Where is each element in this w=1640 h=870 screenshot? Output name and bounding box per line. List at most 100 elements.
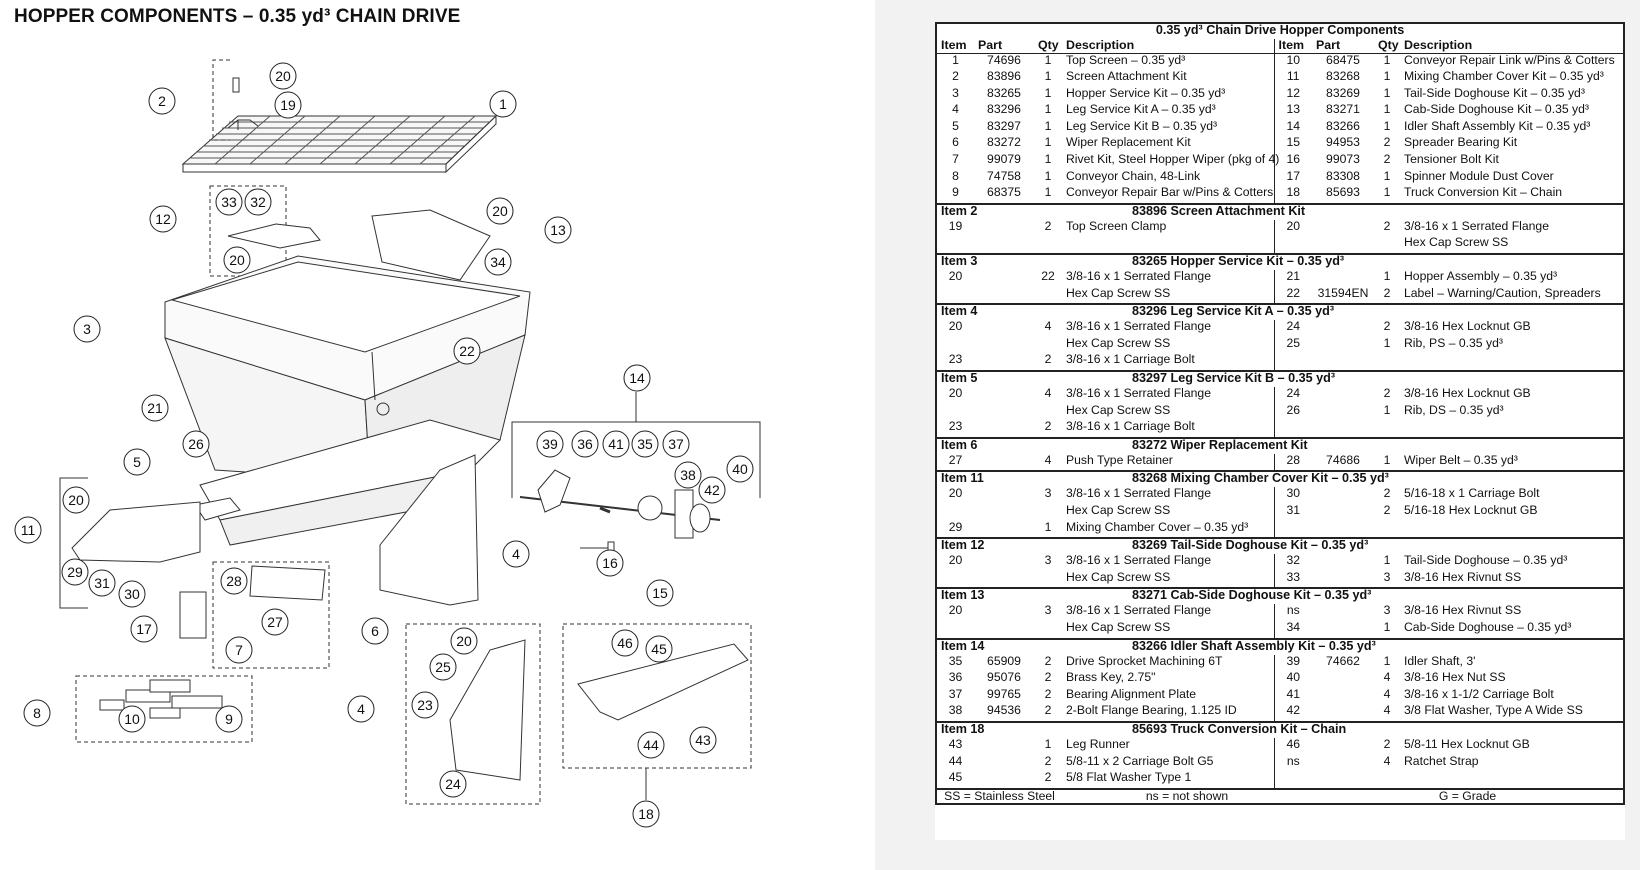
- callout-38: 38: [674, 461, 702, 489]
- svg-text:34: 34: [490, 254, 506, 270]
- table-cell: 2: [1383, 736, 1391, 751]
- table-cell: 12: [1273, 86, 1312, 104]
- table-cell: [1374, 521, 1400, 539]
- table-cell: 83265: [987, 85, 1021, 100]
- table-cell: 3/8-16 Hex Locknut GB: [1404, 386, 1531, 400]
- table-cell: 2: [1383, 135, 1391, 150]
- table-cell: 4: [1383, 753, 1391, 768]
- callout-36: 36: [571, 430, 599, 458]
- table-cell: [1312, 504, 1374, 521]
- table-cell: 4: [1383, 670, 1391, 685]
- table-cell: 1: [952, 52, 959, 67]
- page-title: HOPPER COMPONENTS – 0.35 yd³ CHAIN DRIVE: [14, 6, 461, 27]
- table-cell: [1374, 771, 1400, 789]
- table-cell: 2: [1044, 753, 1052, 768]
- table-cell: Screen Attachment Kit: [1066, 69, 1187, 84]
- callout-7: 7: [225, 636, 253, 664]
- table-cell: 20: [948, 319, 963, 334]
- callout-20b: 20: [486, 197, 514, 225]
- svg-text:15: 15: [652, 585, 668, 601]
- table-cell: 20: [948, 269, 963, 284]
- callout-21: 21: [141, 394, 169, 422]
- table-cell: 22: [1041, 269, 1055, 284]
- table-cell: 5/8 Flat Washer Type 1: [1066, 770, 1192, 785]
- table-cell: 28: [1273, 453, 1312, 472]
- table-cell: 99073: [1326, 152, 1360, 167]
- table-cell: 5/8-11 Hex Locknut GB: [1404, 736, 1530, 751]
- callout-18: 18: [632, 800, 660, 828]
- wiper-belt-drawing: [249, 565, 326, 601]
- section-kit-title: 83297 Leg Service Kit B – 0.35 yd³: [1034, 370, 1625, 387]
- callout-11: 11: [14, 516, 42, 544]
- callout-17: 17: [130, 615, 158, 643]
- table-cell: 15: [1273, 136, 1312, 154]
- table-cell: 40: [1273, 671, 1312, 688]
- table-cell: 3/8-16 x 1 Serrated Flange: [1066, 553, 1211, 568]
- table-cell: 3/8-16 x 1 Serrated Flange: [1066, 319, 1211, 334]
- table-cell: 11: [1273, 70, 1312, 87]
- table-cell: Truck Conversion Kit – Chain: [1404, 185, 1563, 200]
- section-kit-title: 83268 Mixing Chamber Cover Kit – 0.35 yd…: [1034, 470, 1625, 488]
- table-cell: [974, 387, 1034, 404]
- column-header: Description: [1400, 38, 1625, 54]
- callout-25: 25: [429, 653, 457, 681]
- table-cell: 14: [1273, 119, 1312, 137]
- table-cell: [1312, 521, 1374, 539]
- table-cell: [1312, 337, 1374, 354]
- svg-text:28: 28: [226, 573, 242, 589]
- table-cell: 3: [1383, 569, 1391, 584]
- table-cell: [1312, 320, 1374, 337]
- top-screen-clamp-drawing: [227, 119, 259, 130]
- callout-14: 14: [623, 364, 651, 392]
- section-item-label: Item 4: [936, 303, 1034, 321]
- section-item-label: Item 13: [936, 587, 1034, 605]
- table-cell: 3: [952, 85, 959, 100]
- callout-32: 32: [244, 188, 272, 216]
- leg-runner-drawing: [577, 643, 749, 721]
- table-cell: 3/8-16 x 1 Serrated Flange: [1066, 269, 1211, 284]
- svg-text:41: 41: [608, 436, 624, 452]
- section-item-label: Item 12: [936, 537, 1034, 555]
- svg-text:3: 3: [83, 321, 91, 337]
- svg-text:24: 24: [445, 776, 461, 792]
- table-cell: Top Screen Clamp: [1066, 218, 1167, 233]
- table-cell: Idler Shaft, 3': [1404, 653, 1476, 668]
- table-cell: [974, 320, 1034, 337]
- table-cell: 95076: [987, 670, 1021, 685]
- table-cell: 83896: [987, 69, 1021, 84]
- table-cell: 4: [1044, 319, 1052, 334]
- table-cell: [1312, 771, 1374, 789]
- table-cell: 68375: [987, 185, 1021, 200]
- table-cell: [1400, 521, 1624, 539]
- column-header: Description: [1062, 38, 1274, 54]
- svg-text:30: 30: [124, 586, 140, 602]
- table-cell: 1: [1383, 118, 1391, 133]
- table-cell: 3/8-16 x 1 Serrated Flange: [1066, 386, 1211, 400]
- callout-20d: 20: [62, 486, 90, 514]
- table-cell: [1312, 387, 1374, 404]
- table-cell: Conveyor Repair Bar w/Pins & Cotters: [1066, 185, 1274, 200]
- svg-text:20: 20: [275, 68, 291, 84]
- svg-text:5: 5: [133, 454, 141, 470]
- table-cell: [974, 337, 1034, 354]
- table-cell: 21: [1273, 269, 1312, 287]
- table-cell: 1: [1383, 102, 1391, 117]
- table-cell: [1312, 420, 1374, 438]
- table-cell: [1312, 353, 1374, 371]
- table-title-row: 0.35 yd³ Chain Drive Hopper Components: [936, 23, 1624, 39]
- callout-23: 23: [411, 691, 439, 719]
- section-kit-title: 83272 Wiper Replacement Kit: [1034, 436, 1625, 454]
- svg-text:6: 6: [371, 623, 379, 639]
- svg-text:37: 37: [668, 436, 684, 452]
- table-cell: 3/8-16 x 1-1/2 Carriage Bolt: [1404, 686, 1554, 701]
